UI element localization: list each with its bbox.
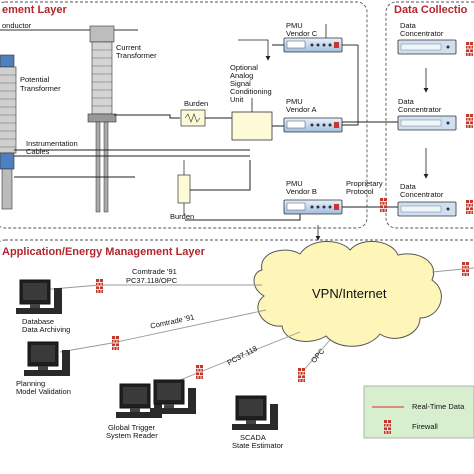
current-transformer-label-1: Current bbox=[116, 43, 142, 52]
concentrator-3-line2: Concentrator bbox=[400, 190, 444, 199]
data-collection-layer-title: Data Collectio bbox=[394, 4, 468, 16]
signal-unit-label-4: Conditioning bbox=[230, 87, 272, 96]
legend-box bbox=[363, 385, 474, 439]
station-planning-line1: Planning bbox=[16, 379, 46, 388]
station-database-line2: Data Archiving bbox=[22, 325, 71, 334]
concentrator-1-line2: Concentrator bbox=[400, 29, 444, 38]
pmu-c-line1: PMU bbox=[286, 21, 303, 30]
station-trigger-line1: Global Trigger bbox=[108, 423, 156, 432]
current-transformer-icon bbox=[87, 25, 117, 213]
station-scada-line1: SCADA bbox=[240, 433, 266, 442]
signal-conditioning-box bbox=[231, 111, 273, 141]
burden-bottom-label: Burden bbox=[170, 212, 195, 221]
potential-transformer-label-1: Potential bbox=[20, 75, 50, 84]
pmu-a-line1: PMU bbox=[286, 97, 303, 106]
signal-unit-label-1: Optional bbox=[230, 63, 258, 72]
potential-transformer-label-2: Transformer bbox=[20, 84, 61, 93]
vpn-cloud bbox=[253, 240, 442, 347]
pmu-c-line2: Vendor C bbox=[286, 29, 318, 38]
application-layer-title: Application/Energy Management Layer bbox=[2, 246, 205, 258]
measurement-layer-title: ement Layer bbox=[2, 4, 67, 16]
signal-unit-label-5: Unit bbox=[230, 95, 244, 104]
protocol-1-line1: Comtrade '91 bbox=[132, 267, 177, 276]
potential-transformer-icon bbox=[0, 54, 17, 210]
signal-unit-label-2: Analog bbox=[230, 71, 254, 80]
vpn-label: VPN/Internet bbox=[312, 286, 387, 301]
protocol-1-line2: PC37.118/OPC bbox=[126, 276, 178, 285]
proprietary-label-1: Proprietary bbox=[346, 179, 383, 188]
station-trigger-line2: System Reader bbox=[106, 431, 158, 440]
burden-top-box bbox=[180, 109, 206, 127]
instrumentation-label-1: Instrumentation bbox=[26, 139, 78, 148]
data-collection-layer-box bbox=[385, 1, 474, 229]
application-layer-box bbox=[0, 239, 474, 242]
conductor-label: onductor bbox=[2, 21, 32, 30]
instrumentation-label-2: Cables bbox=[26, 147, 50, 156]
station-planning-line2: Model Validation bbox=[16, 387, 71, 396]
legend-realtime-label: Real-Time Data bbox=[412, 402, 465, 411]
proprietary-label-2: Protocol bbox=[346, 187, 374, 196]
legend-firewall-label: Firewall bbox=[412, 422, 438, 431]
burden-bottom-box bbox=[177, 174, 191, 204]
signal-unit-label-3: Signal bbox=[230, 79, 251, 88]
pmu-b-line1: PMU bbox=[286, 179, 303, 188]
station-database-line1: Database bbox=[22, 317, 55, 326]
concentrator-3-line1: Data bbox=[400, 182, 416, 191]
pmu-a-line2: Vendor A bbox=[286, 105, 317, 114]
firewall-icon-proprietary bbox=[379, 197, 388, 213]
burden-top-label: Burden bbox=[184, 99, 209, 108]
concentrator-2-line2: Concentrator bbox=[398, 105, 442, 114]
measurement-layer-box bbox=[0, 1, 368, 229]
concentrator-1-line1: Data bbox=[400, 21, 416, 30]
current-transformer-label-2: Transformer bbox=[116, 51, 157, 60]
concentrator-2-line1: Data bbox=[398, 97, 414, 106]
station-scada-line2: State Estimator bbox=[232, 441, 284, 450]
pmu-b-line2: Vendor B bbox=[286, 187, 317, 196]
